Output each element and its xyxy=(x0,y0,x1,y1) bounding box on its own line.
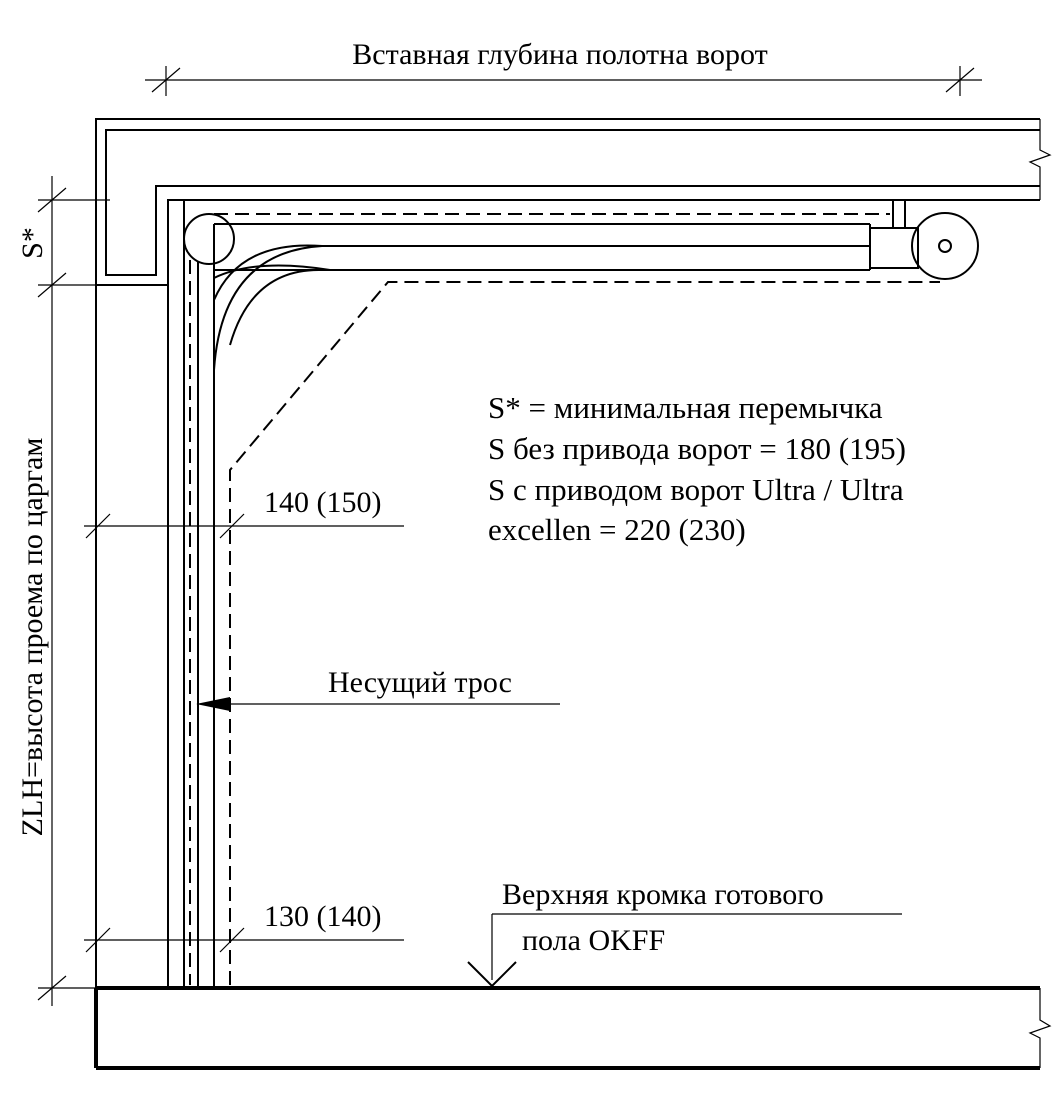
arrow-icon xyxy=(196,697,230,711)
note-line: S с приводом ворот Ultra / Ultra xyxy=(488,472,904,507)
insert-depth-label: Вставная глубина полотна ворот xyxy=(352,38,767,71)
dim-130-label: 130 (140) xyxy=(264,900,381,933)
horizontal-track xyxy=(214,200,979,280)
dim-140-label: 140 (150) xyxy=(264,486,381,519)
note-line: excellen = 220 (230) xyxy=(488,512,746,547)
cable-callout: Несущий трос xyxy=(196,666,560,711)
floor-level-callout: Верхняя кромка готового пола OKFF xyxy=(467,878,902,988)
notes-block: S* = минимальная перемычка S без привода… xyxy=(488,390,906,547)
top-pulley xyxy=(183,213,235,265)
vertical-track xyxy=(167,200,235,988)
left-dimension-chain: S* ZLH=высота проема по царгам xyxy=(16,176,110,1006)
ceiling-structure xyxy=(95,118,1052,286)
dim-130: 130 (140) xyxy=(84,900,404,953)
s-star-label: S* xyxy=(16,227,49,259)
level-marker-icon xyxy=(467,961,517,988)
floor-label-line1: Верхняя кромка готового xyxy=(502,878,824,911)
cable-label: Несущий трос xyxy=(328,666,512,699)
curved-track xyxy=(213,244,331,371)
door-leaf-outline xyxy=(189,213,940,985)
note-line: S* = минимальная перемычка xyxy=(488,390,883,425)
zlh-label: ZLH=высота проема по царгам xyxy=(16,438,49,837)
floor-label-line2: пола OKFF xyxy=(522,924,665,957)
floor xyxy=(94,986,1052,1070)
rear-pulley xyxy=(911,212,979,280)
insert-depth-dimension: Вставная глубина полотна ворот xyxy=(145,38,982,96)
note-line: S без привода ворот = 180 (195) xyxy=(488,431,906,466)
dim-140: 140 (150) xyxy=(84,486,404,539)
